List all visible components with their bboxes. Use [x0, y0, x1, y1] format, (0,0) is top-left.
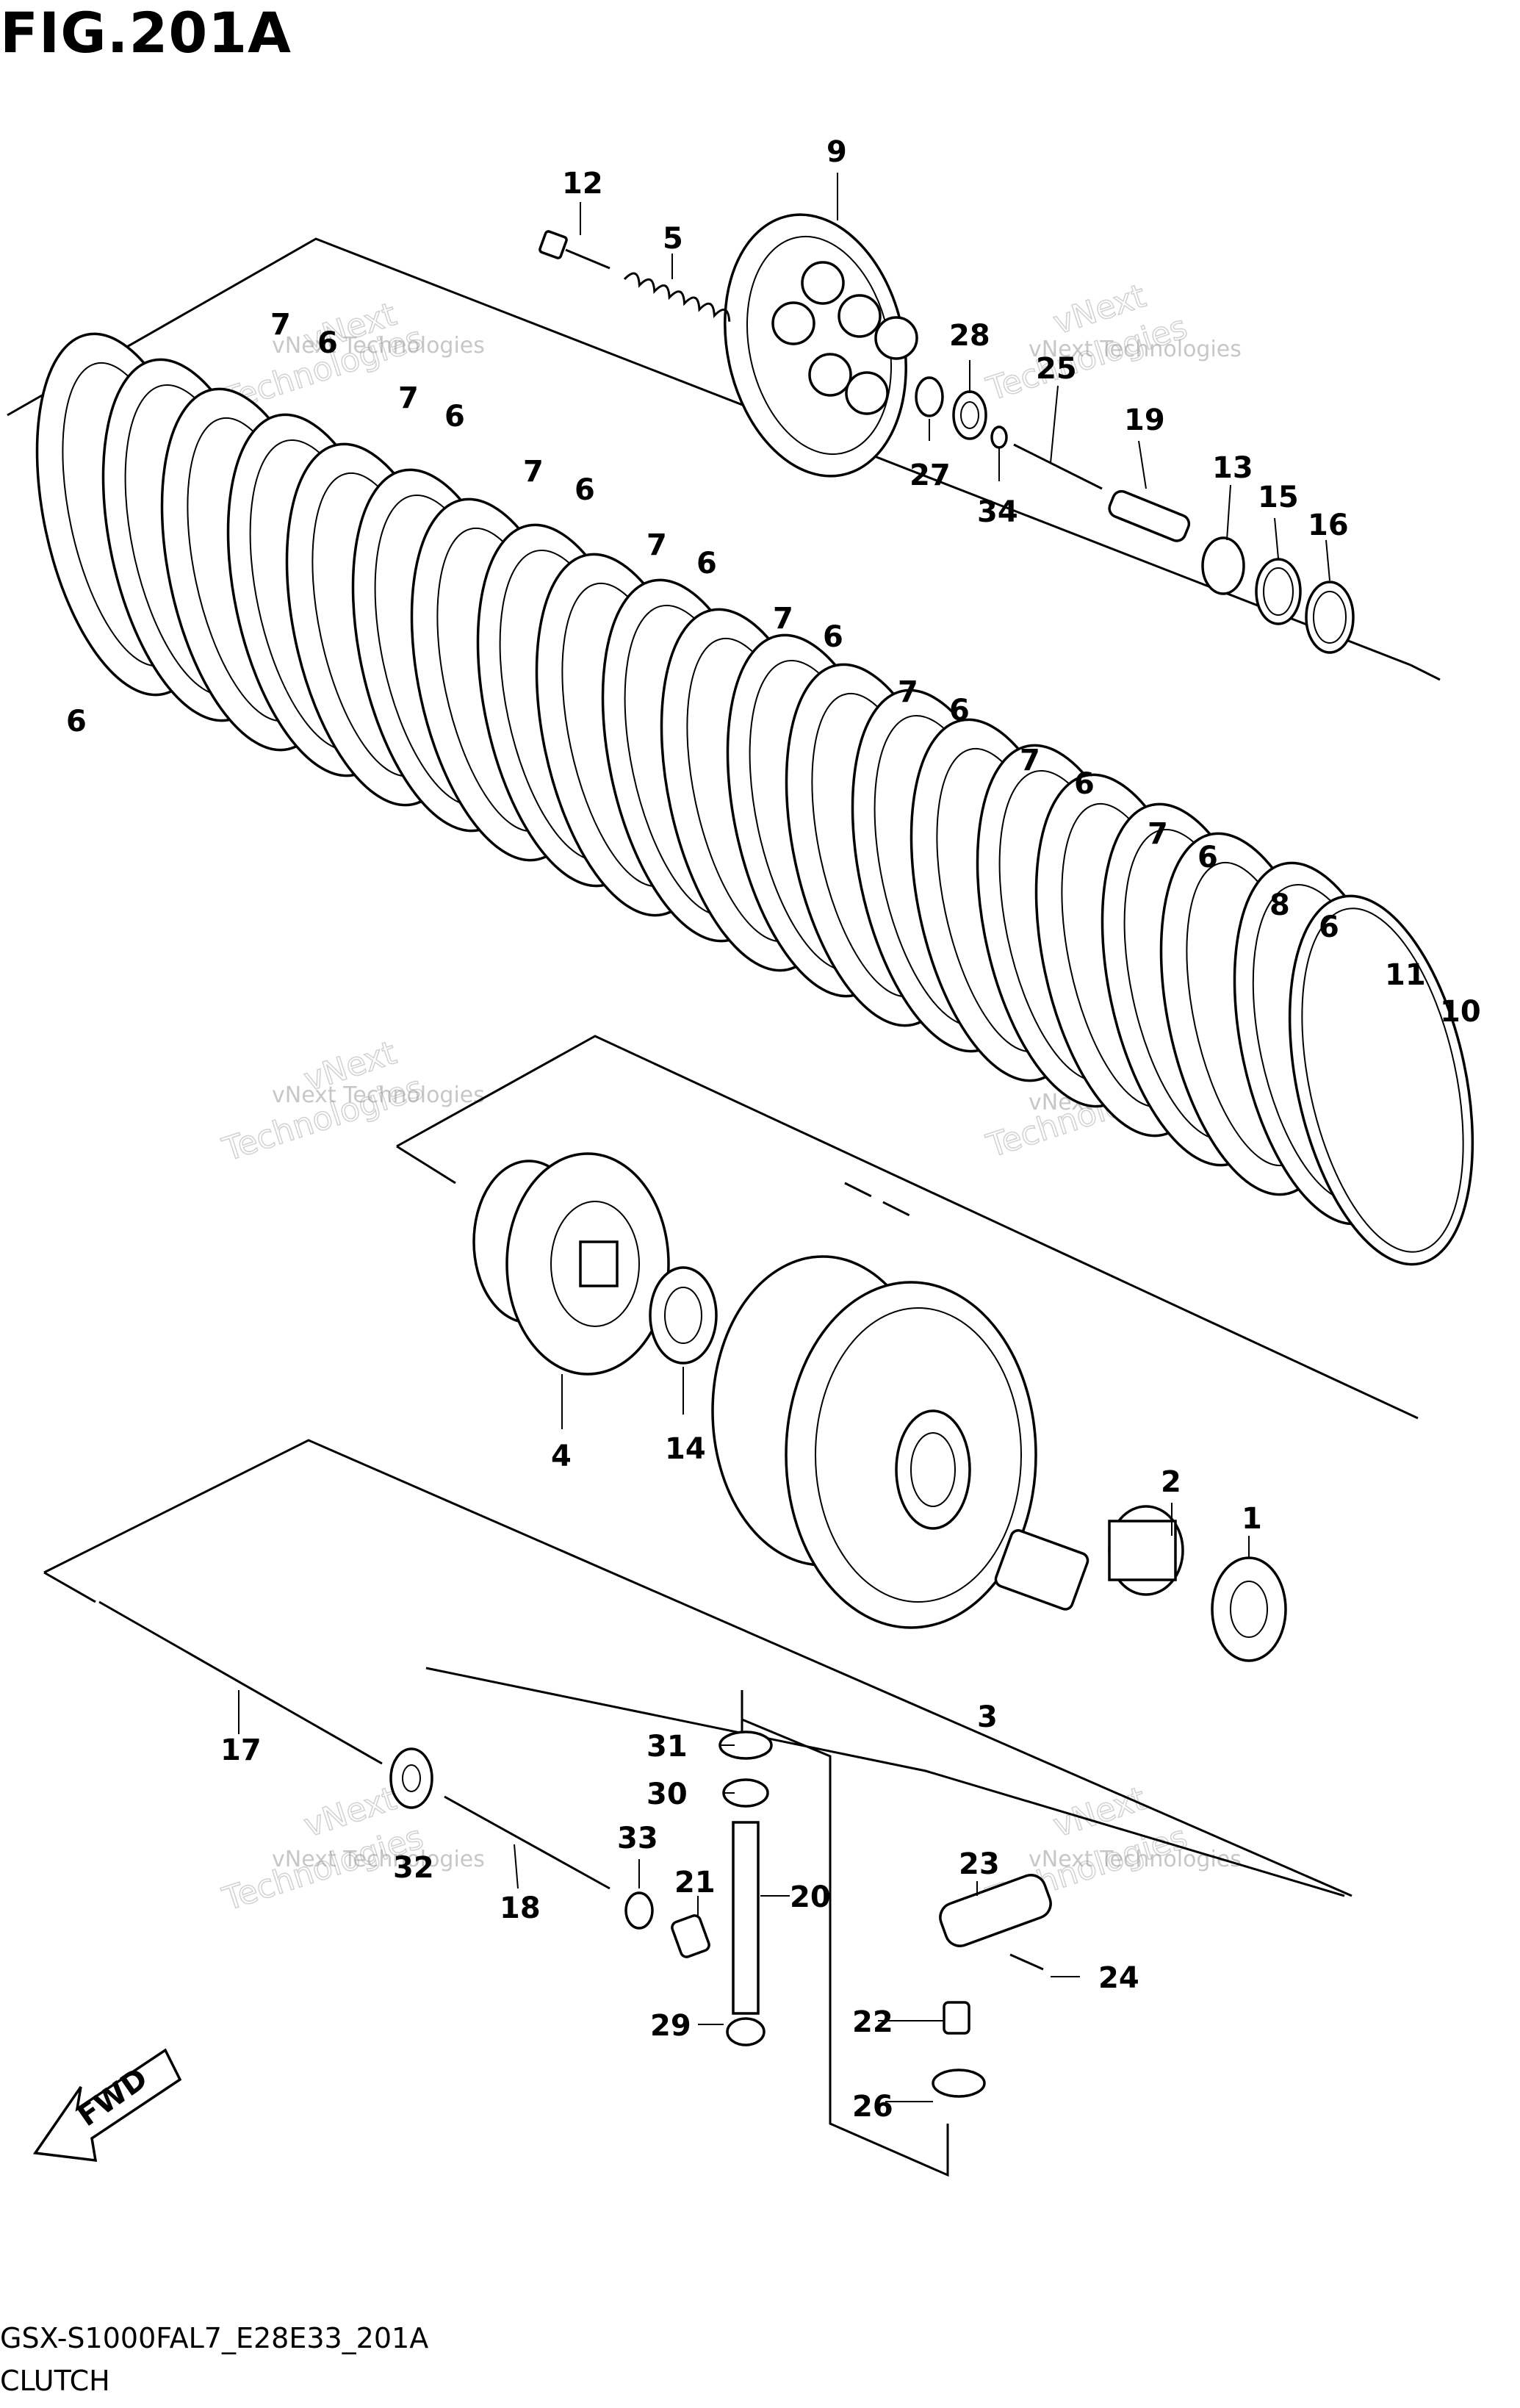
callout-6: 6	[66, 705, 87, 738]
callout-12: 12	[562, 167, 603, 201]
callout-25: 25	[1036, 352, 1077, 386]
callout-5: 5	[663, 222, 683, 256]
thrust-washer-14	[649, 1266, 718, 1365]
release-arm-23	[939, 1874, 1052, 1947]
watermark-text: vNext Technologies	[272, 1082, 485, 1108]
push-rod-25	[1013, 443, 1103, 490]
callout-34: 34	[977, 495, 1018, 529]
oil-seal-33	[624, 1891, 654, 1930]
fwd-arrow: FWD	[32, 2048, 182, 2163]
callout-33: 33	[617, 1822, 658, 1855]
watermark-text: vNext Technologies	[272, 1847, 485, 1872]
callout-1: 1	[1242, 1502, 1262, 1536]
retaining-ring	[1288, 894, 1474, 1266]
callout-20: 20	[790, 1880, 831, 1914]
callout-6: 6	[823, 620, 843, 654]
push-piece-19	[1108, 489, 1191, 542]
callout-6: 6	[574, 473, 595, 507]
callout-7: 7	[773, 602, 793, 636]
callout-labels: 1 2 3 4 5 6 6 6 6 6 6 6 6 6 6 7 7 7 7 7 …	[66, 135, 1481, 2124]
clutch-spring-bolt	[539, 230, 610, 270]
callout-10: 10	[1440, 995, 1481, 1029]
spring-22	[943, 2001, 970, 2035]
callout-29: 29	[650, 2009, 691, 2043]
needle-bearing-2	[1108, 1505, 1184, 1596]
callout-6: 6	[1074, 767, 1095, 801]
bearing-13	[1201, 536, 1245, 595]
callout-3: 3	[977, 1700, 998, 1734]
callout-13: 13	[1212, 451, 1253, 485]
callout-23: 23	[959, 1847, 1000, 1881]
oil-seal-32	[389, 1747, 433, 1809]
bolt-24	[1009, 1953, 1044, 1971]
clutch-sleeve-hub	[472, 1152, 670, 1376]
spacer-sleeve	[994, 1529, 1089, 1611]
callout-4: 4	[551, 1440, 572, 1473]
callout-11: 11	[1385, 958, 1426, 992]
callout-15: 15	[1258, 481, 1299, 514]
callout-31: 31	[646, 1730, 688, 1764]
primary-driven-gear-assembly	[711, 1255, 1037, 1629]
watermark-text: vNext Technologies	[1029, 1847, 1242, 1872]
washer-27	[915, 376, 944, 417]
push-rod-18	[444, 1795, 610, 1890]
callout-22: 22	[852, 2005, 893, 2039]
callout-17: 17	[220, 1733, 262, 1767]
callout-6: 6	[696, 547, 717, 581]
bearing-28	[952, 390, 987, 440]
callout-7: 7	[1148, 817, 1168, 851]
callout-7: 7	[523, 455, 544, 489]
callout-6: 6	[1319, 910, 1339, 944]
callout-7: 7	[398, 381, 419, 415]
callout-7: 7	[898, 675, 918, 709]
callout-8: 8	[1269, 888, 1290, 922]
pin-21	[671, 1914, 710, 1958]
pressure-plate	[724, 213, 918, 478]
leader-lines	[238, 173, 1330, 2102]
callout-6: 6	[949, 694, 970, 727]
clutch-spring	[623, 272, 731, 322]
washer-26	[932, 2069, 986, 2098]
figure-caption: CLUTCH	[0, 2365, 110, 2397]
washer-16	[1305, 581, 1355, 654]
watermark-text: vNext Technologies	[1029, 337, 1242, 362]
assembly-frame-lines	[7, 237, 1441, 2177]
callout-24: 24	[1098, 1961, 1139, 1995]
release-camshaft	[718, 1730, 773, 2046]
callout-9: 9	[826, 135, 847, 169]
callout-21: 21	[674, 1866, 716, 1900]
callout-26: 26	[852, 2090, 893, 2124]
nut-34	[990, 425, 1008, 449]
callout-6: 6	[444, 400, 465, 434]
callout-27: 27	[910, 459, 951, 492]
watermark-text: vNext Technologies	[272, 333, 485, 359]
callout-6: 6	[317, 326, 338, 360]
clutch-plate-stack	[35, 332, 1474, 1266]
callout-28: 28	[949, 319, 990, 353]
push-rod-17	[98, 1600, 383, 1765]
figure-title: FIG.201A	[0, 0, 292, 65]
callout-2: 2	[1161, 1465, 1181, 1499]
callout-18: 18	[500, 1891, 541, 1925]
callout-19: 19	[1124, 403, 1165, 437]
callout-7: 7	[646, 528, 667, 562]
callout-6: 6	[1197, 841, 1218, 874]
washer-15	[1255, 558, 1302, 625]
callout-14: 14	[665, 1432, 706, 1466]
callout-16: 16	[1308, 508, 1349, 542]
model-code: GSX-S1000FAL7_E28E33_201A	[0, 2322, 429, 2354]
callout-30: 30	[646, 1778, 688, 1811]
callout-7: 7	[1020, 744, 1040, 777]
callout-32: 32	[393, 1851, 434, 1885]
callout-7: 7	[270, 308, 291, 342]
washer-1	[1211, 1556, 1287, 1662]
